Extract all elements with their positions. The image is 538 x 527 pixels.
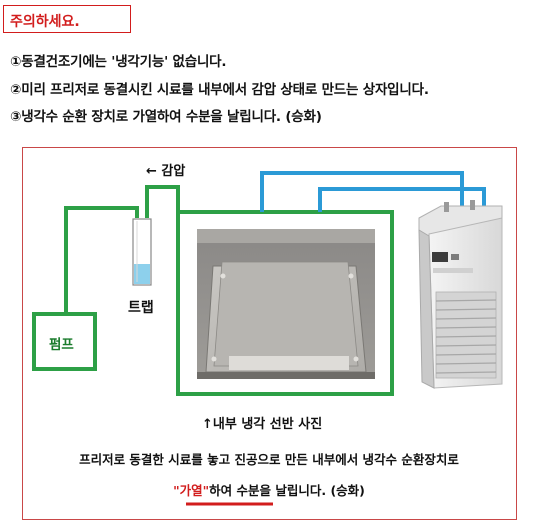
diagram-frame <box>22 147 517 520</box>
notice-text: 주의하세요. <box>10 14 80 30</box>
caption-line-2: "가열"하여 수분을 날립니다. (승화) <box>0 480 538 499</box>
vacuum-line-trap-chamber <box>145 185 180 218</box>
coolant-line-inner <box>318 187 486 212</box>
trap-label: 트랩 <box>128 300 154 316</box>
vacuum-line-pump-trap <box>64 206 139 314</box>
pump-label: 펌프 <box>49 337 74 353</box>
caption-line-2-rest: 하여 수분을 날립니다. (승화) <box>209 483 365 498</box>
caption-highlight-heat: "가열" <box>173 483 210 498</box>
vacuum-chamber-box <box>176 210 394 396</box>
shelf-caption: ↑내부 냉각 선반 사진 <box>202 417 323 432</box>
caption-line-1: 프리저로 동결한 시료를 놓고 진공으로 만든 내부에서 냉각수 순환장치로 <box>79 452 459 467</box>
coolant-circulator-unit <box>418 200 503 389</box>
decompression-label: ← 감압 <box>146 164 186 179</box>
coolant-line-outer <box>260 171 464 212</box>
instruction-line-1: ①동결건조기에는 '냉각기능' 없습니다. <box>10 54 227 70</box>
trap-tube <box>132 218 152 286</box>
instruction-line-3: ③냉각수 순환 장치로 가열하여 수분을 날립니다. (승화) <box>10 109 322 125</box>
notice-box: 주의하세요. <box>3 5 131 33</box>
instruction-line-2: ②미리 프리저로 동결시킨 시료를 내부에서 감압 상태로 만드는 상자입니다. <box>10 82 429 98</box>
cooling-shelf-photo <box>197 229 375 379</box>
